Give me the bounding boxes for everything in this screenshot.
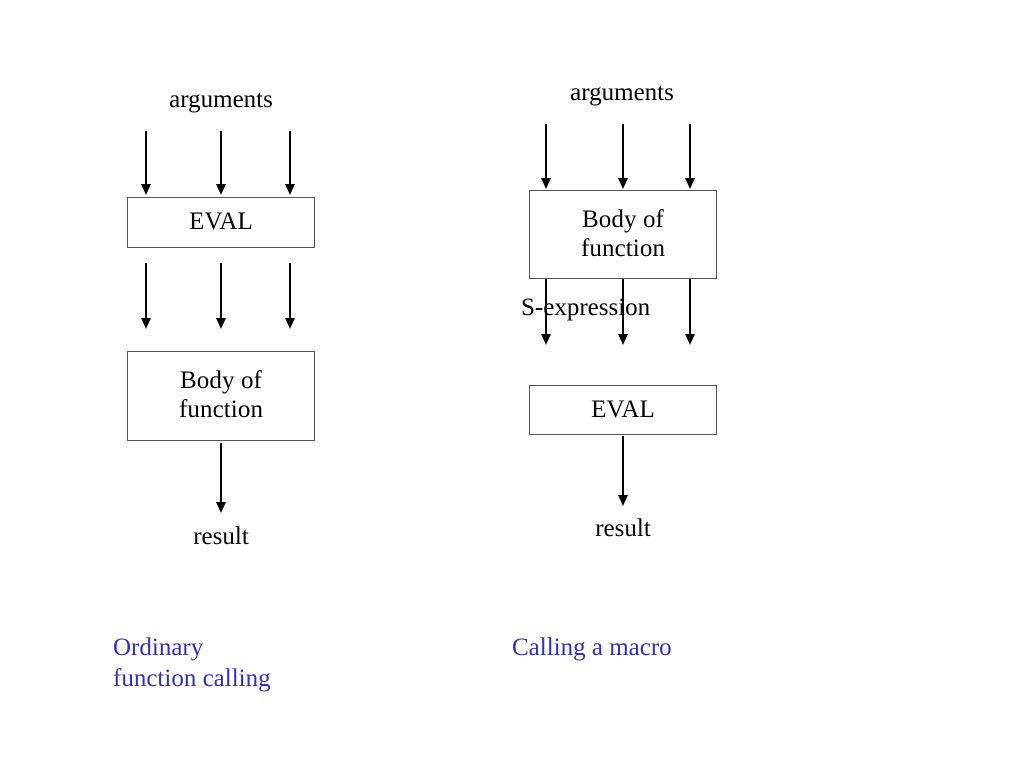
- left-eval-box: EVAL: [127, 197, 315, 248]
- left-body-of-function-box-label: Body of function: [178, 367, 264, 423]
- right-body-of-function-box-label: Body of function: [580, 205, 666, 262]
- right-caption: Calling a macro: [512, 634, 672, 661]
- right-body-of-function-box: Body of function: [529, 190, 717, 279]
- left-arguments-label: arguments: [169, 86, 273, 113]
- left-caption: Ordinary function calling: [113, 634, 271, 692]
- right-result-label: result: [595, 515, 651, 542]
- left-body-of-function-box: Body of function: [127, 351, 315, 441]
- right-arguments-label: arguments: [570, 79, 674, 106]
- right-eval-box-label: EVAL: [591, 395, 655, 423]
- right-s-expression-label: S-expression: [521, 294, 651, 321]
- left-eval-box-label: EVAL: [189, 208, 253, 236]
- right-eval-box: EVAL: [529, 385, 717, 435]
- left-result-label: result: [193, 523, 249, 550]
